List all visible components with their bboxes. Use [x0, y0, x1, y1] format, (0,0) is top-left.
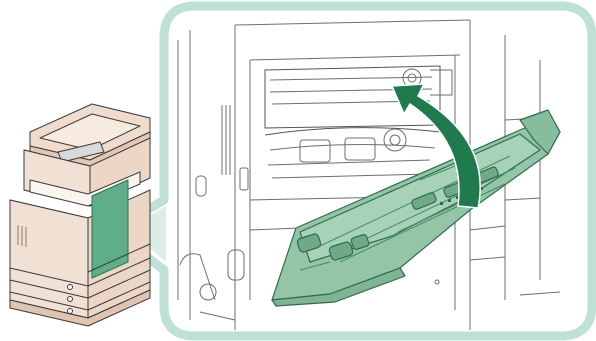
- copier-icon: [10, 104, 150, 326]
- side-cover-highlight: [92, 180, 128, 278]
